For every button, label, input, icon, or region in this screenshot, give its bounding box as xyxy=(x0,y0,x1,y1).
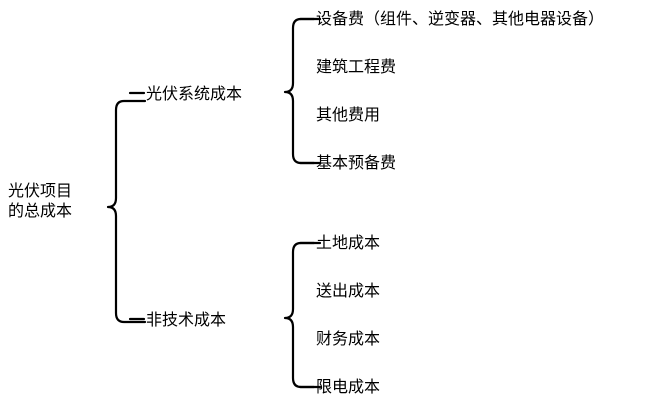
leaf-node-financial-cost: 财务成本 xyxy=(316,329,381,348)
root-brace xyxy=(106,99,147,324)
leaf-node-basic-contingency: 基本预备费 xyxy=(316,153,397,172)
branch-brace-bottom xyxy=(283,241,322,389)
branch-node-pv-system-cost: 光伏系统成本 xyxy=(146,84,243,103)
root-node-label-line1: 光伏项目 xyxy=(8,181,73,200)
root-node-label: 光伏项目 的总成本 xyxy=(8,181,104,221)
leaf-node-curtailment-cost: 限电成本 xyxy=(316,377,381,396)
leaf-node-transmission-cost: 送出成本 xyxy=(316,281,381,300)
leaf-node-land-cost: 土地成本 xyxy=(316,233,381,252)
branch-brace-top xyxy=(283,17,322,165)
leaf-node-construction-cost: 建筑工程费 xyxy=(316,57,397,76)
root-node-label-line2: 的总成本 xyxy=(8,201,73,220)
leaf-node-other-fees: 其他费用 xyxy=(316,105,381,124)
leaf-node-equipment-cost: 设备费（组件、逆变器、其他电器设备） xyxy=(316,9,605,28)
branch-node-non-technical-cost: 非技术成本 xyxy=(146,310,227,329)
